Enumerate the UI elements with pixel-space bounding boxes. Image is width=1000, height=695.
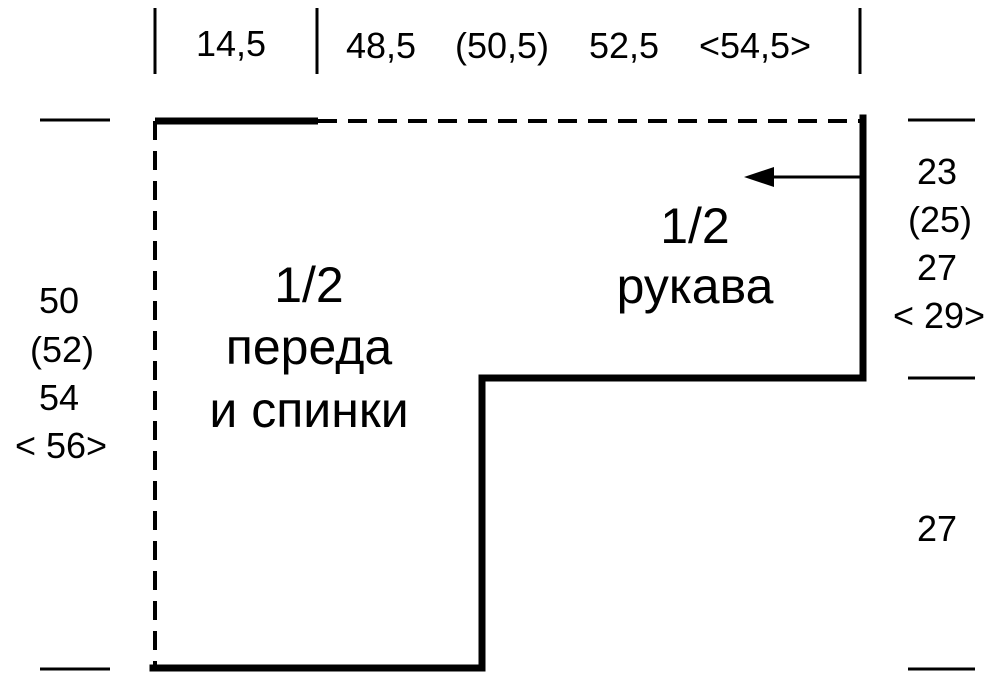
sleeve-fraction-label: 1/2 xyxy=(660,198,730,254)
width-size-2-label: (50,5) xyxy=(455,25,549,66)
sleeve-size-2-label: (25) xyxy=(908,199,972,240)
sleeve-size-1-label: 23 xyxy=(917,151,957,192)
length-size-4-label: < 56> xyxy=(15,425,107,466)
length-size-2-label: (52) xyxy=(30,329,94,370)
sleeve-name-label: рукава xyxy=(617,258,774,314)
body-name-line-2: и спинки xyxy=(209,382,408,438)
right-dimension-ticks xyxy=(908,118,975,671)
sleeve-and-side-edge xyxy=(149,114,867,672)
top-dimension-ticks xyxy=(153,8,862,74)
sleeve-size-4-label: < 29> xyxy=(893,295,985,336)
side-length-label: 27 xyxy=(917,508,957,549)
width-size-1-label: 48,5 xyxy=(346,25,416,66)
width-size-3-label: 52,5 xyxy=(589,25,659,66)
knitting-direction-arrow-icon xyxy=(744,167,860,187)
length-size-1-label: 50 xyxy=(39,280,79,321)
length-size-3-label: 54 xyxy=(39,377,79,418)
width-size-4-label: <54,5> xyxy=(699,25,811,66)
sleeve-size-3-label: 27 xyxy=(917,247,957,288)
left-dimension-ticks xyxy=(40,118,110,671)
pattern-outline xyxy=(149,114,867,672)
body-fraction-label: 1/2 xyxy=(274,257,344,313)
body-name-line-1: переда xyxy=(226,319,393,375)
shoulder-width-label: 14,5 xyxy=(196,23,266,64)
